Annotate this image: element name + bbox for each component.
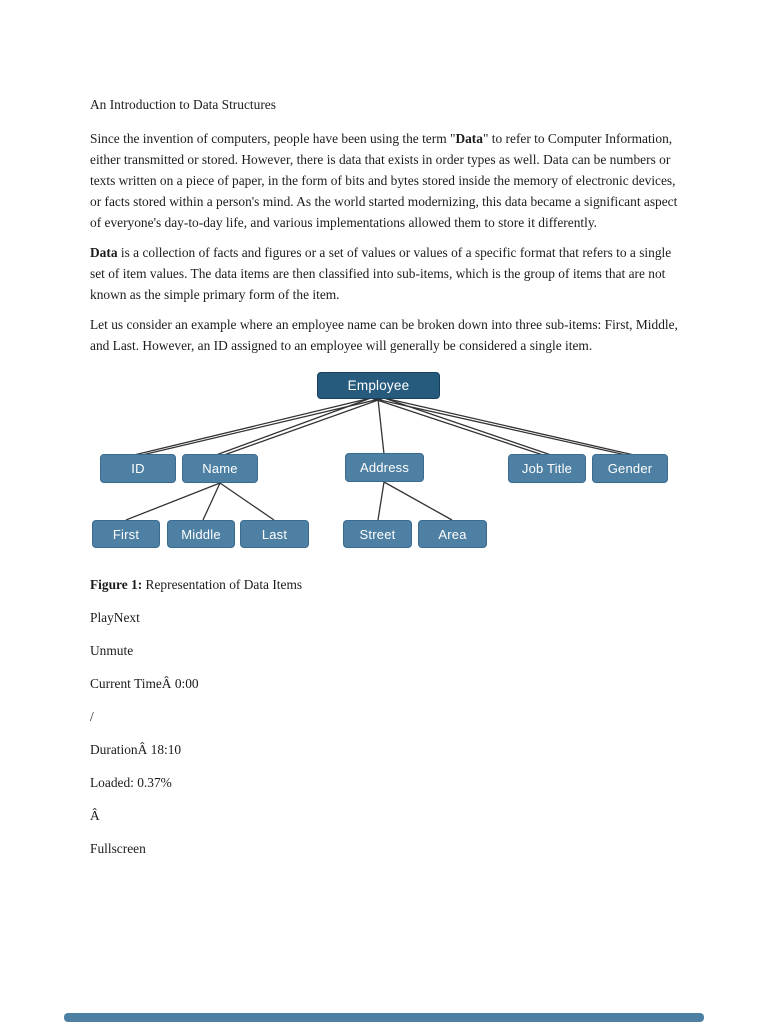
- figure-caption: Figure 1: Representation of Data Items: [90, 574, 682, 595]
- page-title: An Introduction to Data Structures: [90, 97, 276, 112]
- paragraph-intro-pre: Since the invention of computers, people…: [90, 131, 456, 146]
- paragraph-intro-post: " to refer to Computer Information, eith…: [90, 131, 678, 230]
- node-address: Address: [345, 453, 424, 482]
- node-first: First: [92, 520, 160, 548]
- connector-lines: [125, 397, 635, 521]
- figure-caption-label: Figure 1:: [90, 577, 143, 592]
- node-name: Name: [182, 454, 258, 483]
- paragraph-definition-post: is a collection of facts and figures or …: [90, 245, 672, 302]
- player-fullscreen[interactable]: Fullscreen: [90, 841, 146, 856]
- paragraph-example: Let us consider an example where an empl…: [90, 317, 678, 353]
- player-unmute[interactable]: Unmute: [90, 643, 134, 658]
- player-nbsp: Â: [90, 808, 100, 823]
- player-current-time: Current TimeÂ 0:00: [90, 676, 199, 691]
- paragraph-intro-bold: Data: [455, 131, 483, 146]
- document-content: An Introduction to Data Structures Since…: [90, 97, 690, 856]
- paragraph-definition-bold: Data: [90, 245, 118, 260]
- node-middle: Middle: [167, 520, 235, 548]
- node-area: Area: [418, 520, 487, 548]
- player-loaded: Loaded: 0.37%: [90, 775, 172, 790]
- node-id: ID: [100, 454, 176, 483]
- paragraph-definition: Data is a collection of facts and figure…: [90, 242, 682, 305]
- node-street: Street: [343, 520, 412, 548]
- player-play-next[interactable]: PlayNext: [90, 610, 140, 625]
- node-employee: Employee: [317, 372, 440, 399]
- node-gender: Gender: [592, 454, 668, 483]
- data-items-diagram: Employee ID Name Address Job Title Gende…: [90, 365, 690, 549]
- node-job-title: Job Title: [508, 454, 586, 483]
- video-seek-bar[interactable]: [64, 1013, 704, 1022]
- figure-caption-text: Representation of Data Items: [142, 577, 303, 592]
- node-last: Last: [240, 520, 309, 548]
- paragraph-intro: Since the invention of computers, people…: [90, 128, 682, 233]
- player-separator: /: [90, 709, 94, 724]
- player-duration: DurationÂ 18:10: [90, 742, 182, 757]
